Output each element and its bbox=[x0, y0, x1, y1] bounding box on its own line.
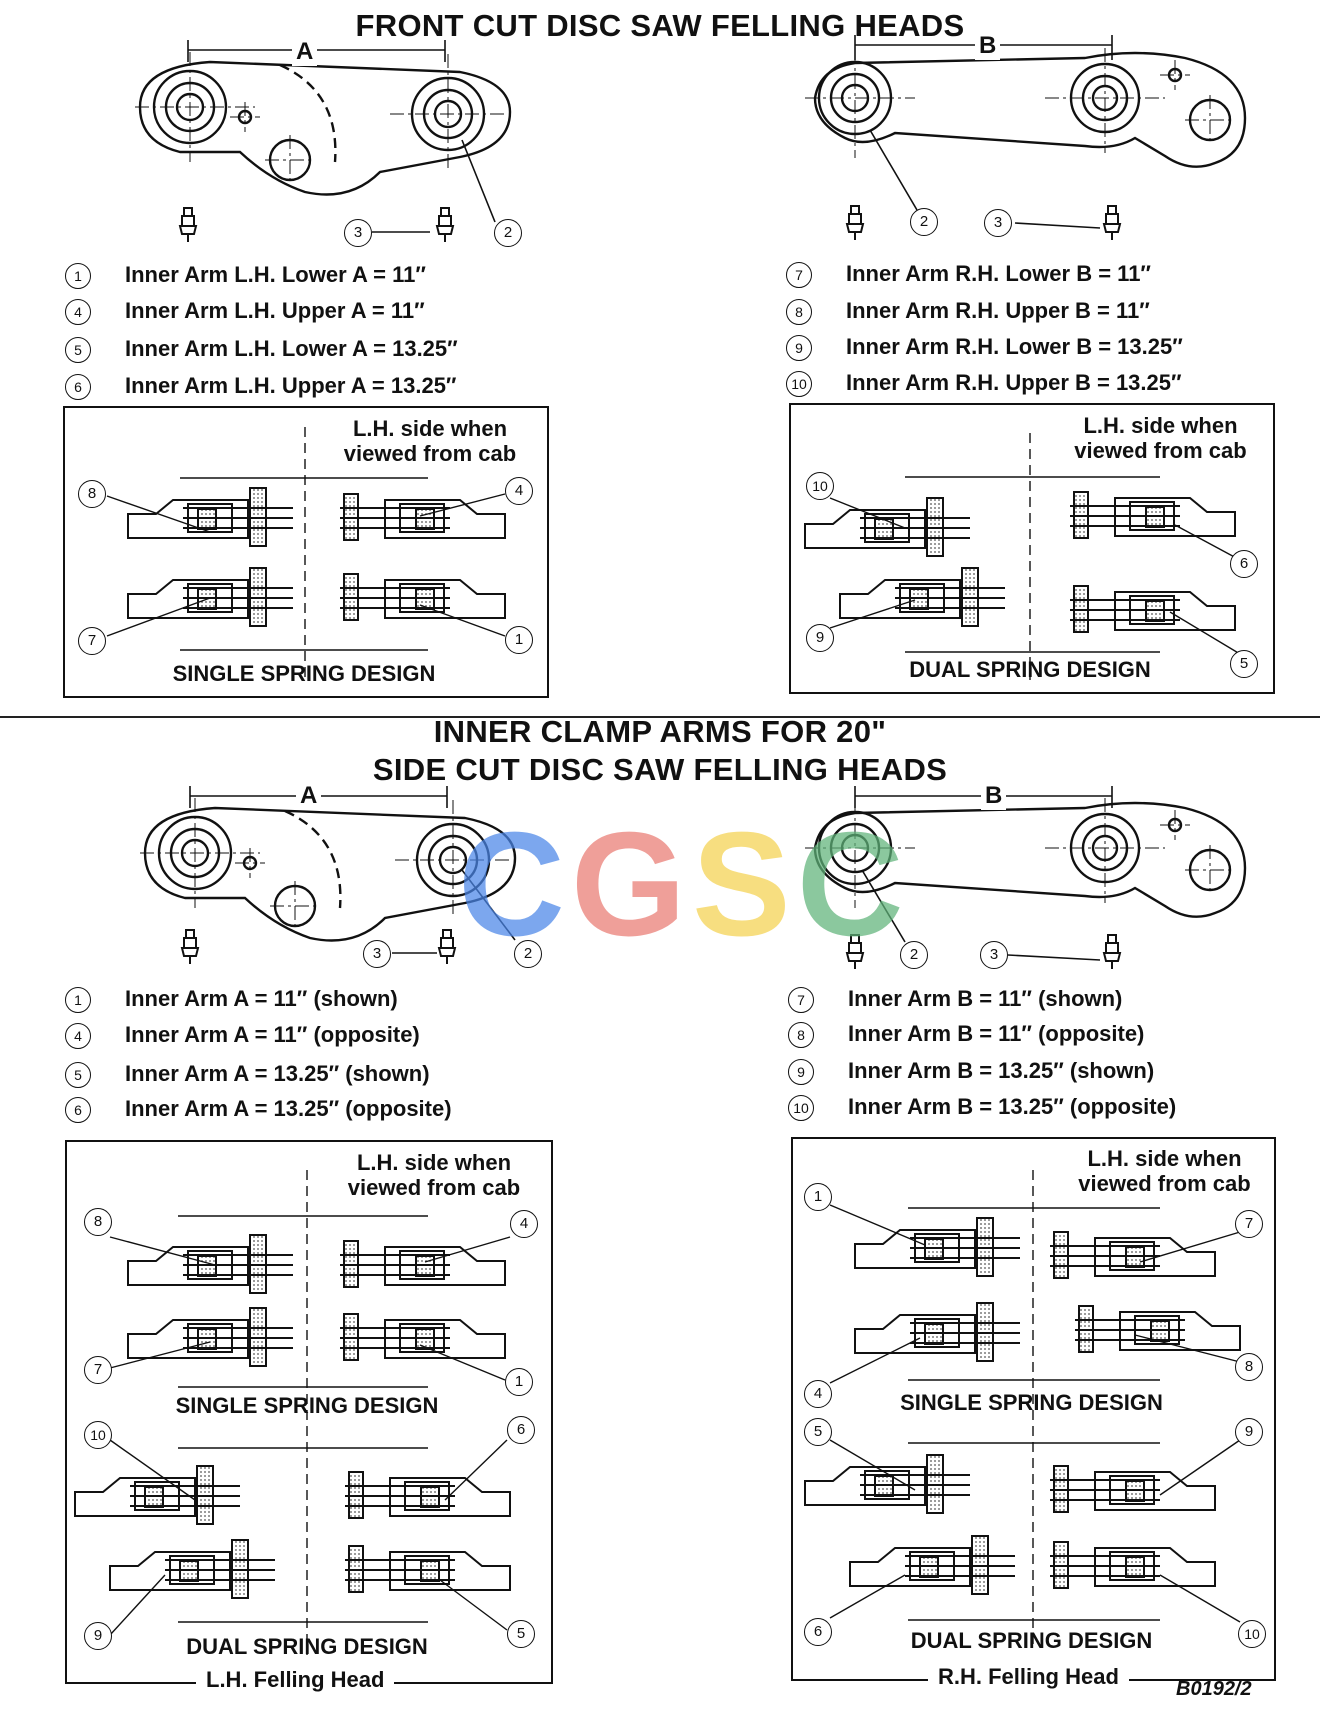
callout-9: 9 bbox=[1235, 1418, 1263, 1446]
callout-6: 6 bbox=[507, 1416, 535, 1444]
callout-2: 2 bbox=[494, 219, 522, 247]
section-divider bbox=[0, 716, 1320, 718]
dimension-a-label: A bbox=[292, 38, 318, 66]
callout-2: 2 bbox=[900, 941, 928, 969]
box-note: L.H. side when viewed from cab bbox=[1074, 413, 1247, 463]
cgsc-watermark: CGSC bbox=[458, 800, 910, 970]
box-note: L.H. side when viewed from cab bbox=[343, 416, 517, 466]
callout-3: 3 bbox=[980, 941, 1008, 969]
section-title-line1: INNER CLAMP ARMS FOR 20" bbox=[433, 714, 887, 749]
callout-8: 8 bbox=[84, 1208, 112, 1236]
callout-1: 1 bbox=[505, 1368, 533, 1396]
callout-3: 3 bbox=[344, 219, 372, 247]
callout-1: 1 bbox=[804, 1183, 832, 1211]
callout-5: 5 bbox=[507, 1620, 535, 1648]
design-label: DUAL SPRING DESIGN bbox=[186, 1634, 428, 1659]
callout-5: 5 bbox=[804, 1418, 832, 1446]
box-note: L.H. side when viewed from cab bbox=[1078, 1146, 1251, 1196]
callout-5: 5 bbox=[1230, 650, 1258, 678]
callout-4: 4 bbox=[505, 477, 533, 505]
callout-1: 1 bbox=[505, 626, 533, 654]
callout-4: 4 bbox=[510, 1210, 538, 1238]
callout-3: 3 bbox=[363, 940, 391, 968]
callout-6: 6 bbox=[1230, 550, 1258, 578]
dual-spring-box bbox=[789, 403, 1275, 694]
page-title: FRONT CUT DISC SAW FELLING HEADS bbox=[355, 8, 965, 43]
callout-7: 7 bbox=[78, 627, 106, 655]
callout-7: 7 bbox=[84, 1356, 112, 1384]
single-spring-box bbox=[63, 406, 549, 698]
callout-2: 2 bbox=[514, 940, 542, 968]
section-title-line2: SIDE CUT DISC SAW FELLING HEADS bbox=[372, 752, 948, 787]
callout-9: 9 bbox=[806, 624, 834, 652]
watermark-letter: G bbox=[570, 802, 693, 967]
callout-10: 10 bbox=[806, 472, 834, 500]
design-label: DUAL SPRING DESIGN bbox=[910, 1628, 1153, 1653]
design-label: SINGLE SPRING DESIGN bbox=[900, 1390, 1163, 1415]
callout-4: 4 bbox=[804, 1380, 832, 1408]
design-label: SINGLE SPRING DESIGN bbox=[175, 1393, 439, 1418]
watermark-letter: C bbox=[796, 802, 910, 967]
footer-label: L.H. Felling Head bbox=[196, 1667, 395, 1693]
callout-3: 3 bbox=[984, 209, 1012, 237]
callout-10: 10 bbox=[1238, 1620, 1266, 1648]
callout-9: 9 bbox=[84, 1622, 112, 1650]
watermark-letter: S bbox=[692, 802, 797, 967]
dimension-b-label-bottom: B bbox=[981, 782, 1007, 810]
callout-10: 10 bbox=[84, 1421, 112, 1449]
callout-7: 7 bbox=[1235, 1210, 1263, 1238]
box-note: L.H. side when viewed from cab bbox=[347, 1150, 521, 1200]
dimension-b-label: B bbox=[975, 32, 1001, 60]
design-label: SINGLE SPRING DESIGN bbox=[172, 661, 436, 686]
design-label: DUAL SPRING DESIGN bbox=[909, 657, 1151, 682]
drawing-code: B0192/2 bbox=[1176, 1678, 1252, 1700]
callout-8: 8 bbox=[78, 480, 106, 508]
footer-label: R.H. Felling Head bbox=[928, 1664, 1129, 1690]
watermark-letter: C bbox=[458, 802, 571, 967]
callout-2: 2 bbox=[910, 208, 938, 236]
callout-8: 8 bbox=[1235, 1353, 1263, 1381]
callout-6: 6 bbox=[804, 1618, 832, 1646]
dimension-a-label-bottom: A bbox=[296, 782, 322, 810]
